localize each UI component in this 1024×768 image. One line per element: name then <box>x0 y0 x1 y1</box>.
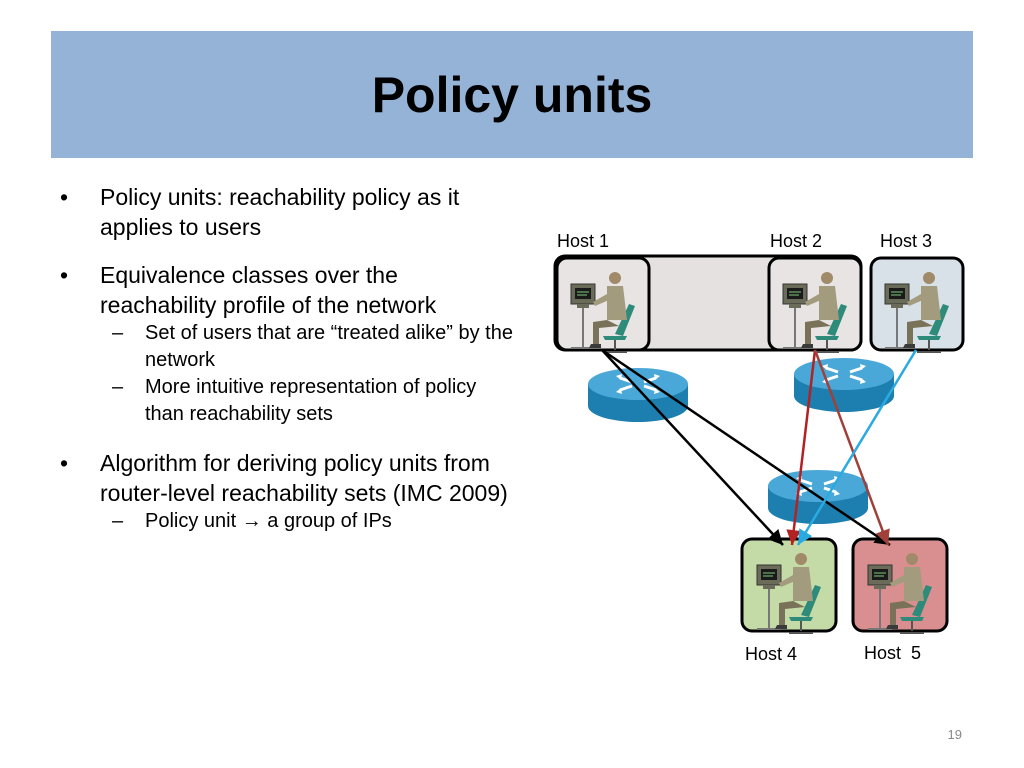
host-5-label: Host 5 <box>864 643 922 663</box>
bullet-marker: • <box>60 450 69 476</box>
sub-bullet-text: More intuitive representation of policy … <box>145 376 477 425</box>
title-bar: Policy units <box>51 31 973 158</box>
host-1-label: Host 1 <box>557 231 610 251</box>
bullet-marker: • <box>60 262 69 288</box>
sub-bullet-item: – Policy unit → a group of IPs <box>112 508 516 535</box>
link-host2-host5 <box>813 349 890 546</box>
bullet-item: • Equivalence classes over the reachabil… <box>56 260 516 320</box>
host-3-label: Host 3 <box>880 231 933 251</box>
sub-bullet-text: Set of users that are “treated alike” by… <box>145 322 513 371</box>
bullet-text: Policy units: reachability policy as it … <box>100 184 460 240</box>
bullet-list: • Policy units: reachability policy as i… <box>56 182 516 535</box>
link-host1-host4 <box>601 349 784 546</box>
sub-bullet-marker: – <box>112 322 124 344</box>
page-number: 19 <box>947 727 962 742</box>
link-host2-host4 <box>786 349 817 546</box>
host-2-label: Host 2 <box>770 231 823 251</box>
bullet-item: • Algorithm for deriving policy units fr… <box>56 448 516 508</box>
sub-bullet-marker: – <box>112 510 124 532</box>
sub-bullet-marker: – <box>112 376 124 398</box>
router-icon <box>586 366 690 424</box>
host-1-box <box>555 256 651 353</box>
slide-title: Policy units <box>371 66 653 123</box>
bullet-text: Equivalence classes over the reachabilit… <box>100 262 437 318</box>
link-host1-host5 <box>601 348 891 547</box>
bullet-marker: • <box>60 184 69 210</box>
sub-bullet-item: – Set of users that are “treated alike” … <box>112 320 516 374</box>
bullet-text: Algorithm for deriving policy units from… <box>100 450 508 506</box>
host-5-box <box>851 537 949 634</box>
host-4-label: Host 4 <box>745 644 798 664</box>
host-4-box <box>740 537 838 634</box>
sub-bullet-text: Policy unit → a group of IPs <box>145 510 392 532</box>
bullet-item: • Policy units: reachability policy as i… <box>56 182 516 242</box>
link-host3-host4 <box>796 349 918 546</box>
host-3-box <box>869 256 965 353</box>
host-2-box <box>767 256 863 353</box>
sub-bullet-item: – More intuitive representation of polic… <box>112 374 516 428</box>
